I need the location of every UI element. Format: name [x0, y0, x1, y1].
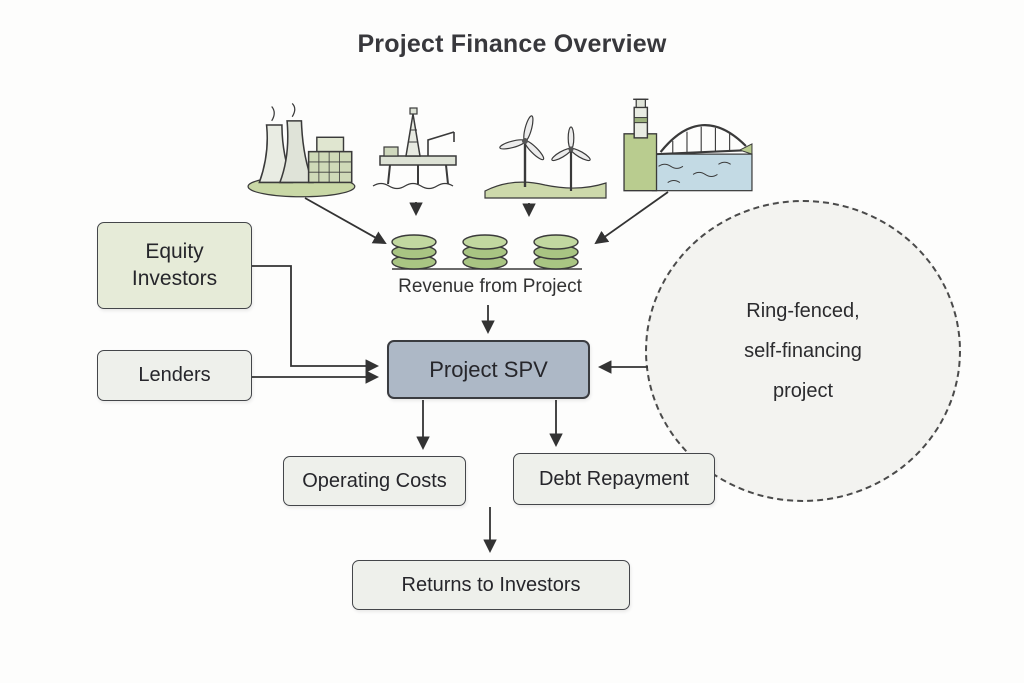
node-label: Operating Costs — [302, 469, 447, 492]
revenue-label: Revenue from Project — [398, 276, 582, 297]
annotation-line-3: project — [772, 379, 834, 402]
node-operating-costs: Operating Costs — [283, 456, 466, 506]
revenue-coins-icon — [384, 222, 589, 277]
annotation-line-1: Ring-fenced, — [746, 299, 860, 322]
ring-fenced-annotation: Ring-fenced, self-financing project — [645, 200, 961, 502]
node-project-spv: Project SPV — [387, 340, 590, 399]
node-equity-investors: Equity Investors — [97, 222, 252, 309]
hydro-dam-icon — [622, 93, 754, 200]
node-label: Equity Investors — [131, 240, 218, 290]
node-label: Lenders — [138, 364, 211, 386]
annotation-line-2: self-financing — [744, 339, 862, 362]
node-label: Returns to Investors — [401, 573, 581, 596]
page-title: Project Finance Overview — [357, 30, 667, 58]
node-debt-repayment: Debt Repayment — [513, 453, 715, 505]
node-returns-to-investors: Returns to Investors — [352, 560, 630, 610]
wind-turbines-icon — [483, 98, 608, 200]
power-plant-icon — [245, 92, 363, 200]
node-label: Debt Repayment — [538, 467, 690, 490]
node-lenders: Lenders — [97, 350, 252, 401]
oil-platform-icon — [368, 100, 468, 200]
node-label: Project SPV — [429, 356, 548, 382]
